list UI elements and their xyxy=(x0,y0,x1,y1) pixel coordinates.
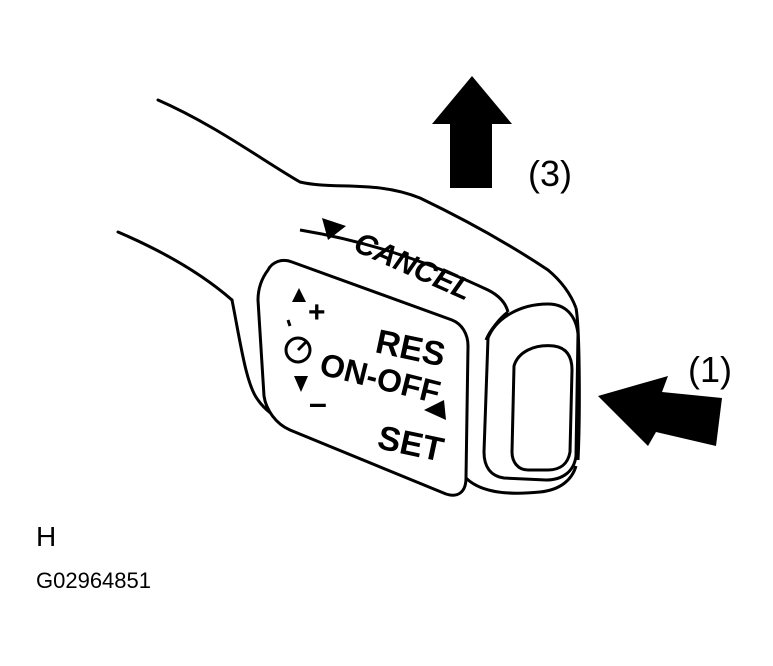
region-letter: H xyxy=(36,521,57,552)
lever-head xyxy=(256,228,581,497)
figure-code: G02964851 xyxy=(36,568,151,593)
triangle-down-icon xyxy=(294,376,308,392)
triangle-left-icon xyxy=(424,400,446,420)
minus-label: – xyxy=(309,385,327,421)
speedometer-icon xyxy=(284,319,312,364)
end-cap-inner xyxy=(510,344,574,472)
triangle-right-down-icon xyxy=(322,218,346,240)
end-cap-button xyxy=(482,302,580,482)
arrow-left-icon xyxy=(598,376,722,446)
plus-label: + xyxy=(308,296,326,329)
lever-face-panel xyxy=(256,258,470,497)
pull-callout-label: (3) xyxy=(528,153,572,194)
triangle-up-icon xyxy=(292,288,306,302)
arrow-up-icon xyxy=(432,76,512,188)
push-callout-label: (1) xyxy=(688,349,732,390)
